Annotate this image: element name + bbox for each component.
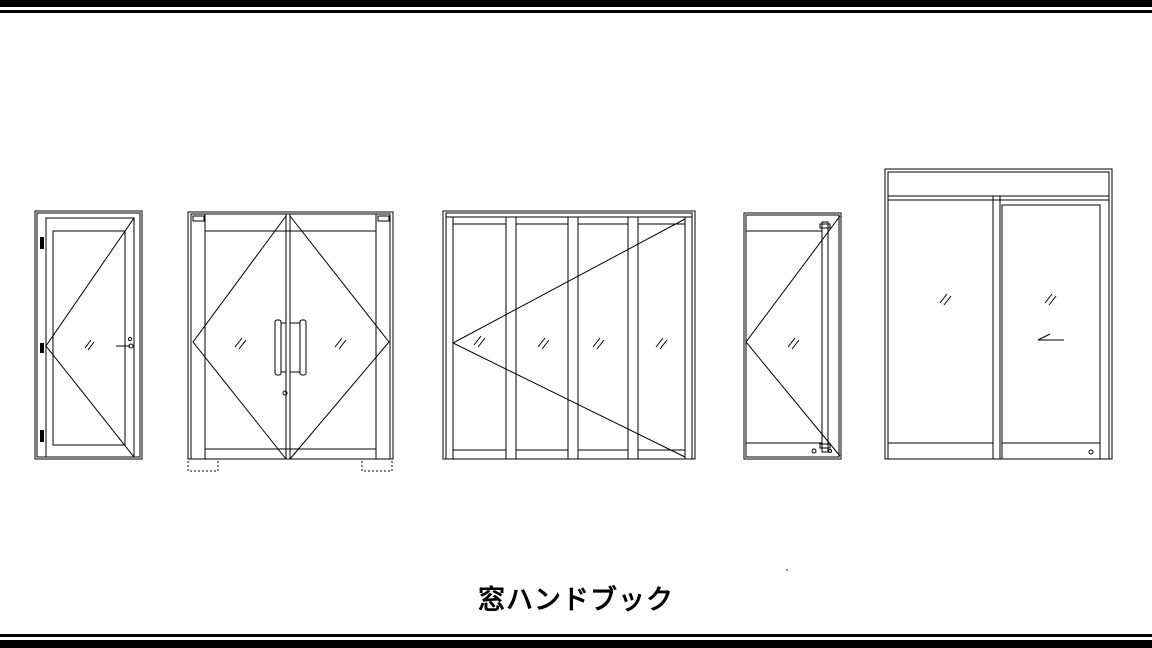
sliding-door <box>884 168 1113 460</box>
bottom-border <box>0 634 1152 648</box>
single-swing-door <box>34 210 143 460</box>
stray-dot <box>786 569 788 571</box>
pivot-door <box>743 212 842 460</box>
page-title: 窓ハンドブック <box>478 585 674 616</box>
folding-door <box>442 210 696 460</box>
double-swing-door <box>187 211 394 472</box>
top-border <box>0 0 1152 13</box>
